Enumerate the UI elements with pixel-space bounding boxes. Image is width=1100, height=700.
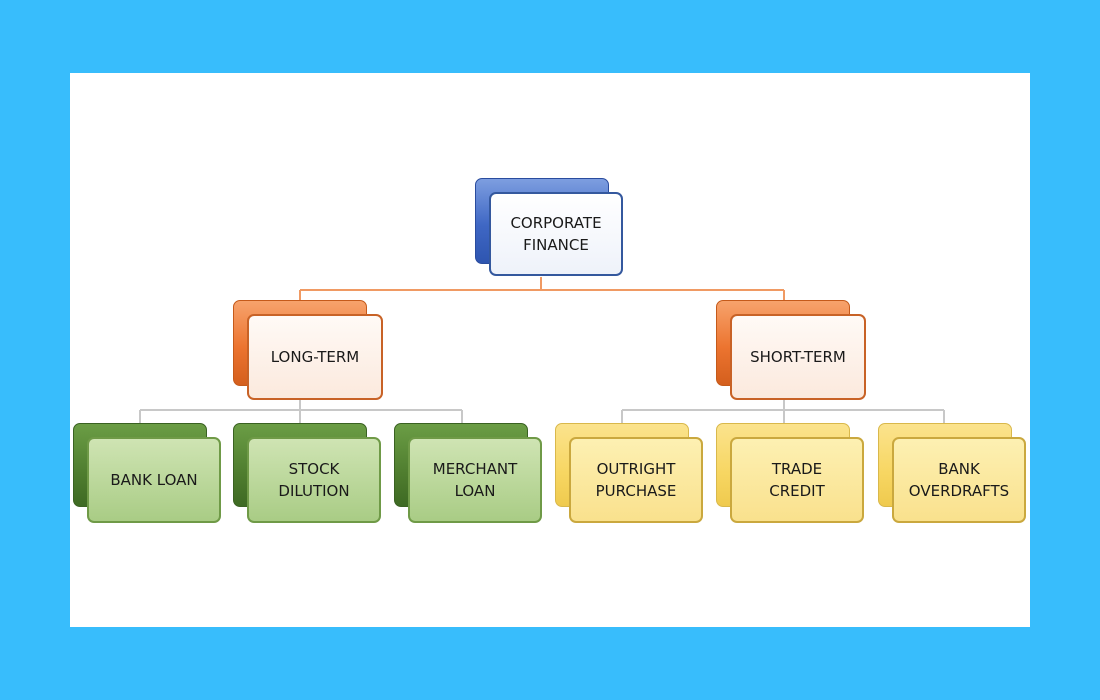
node-label-line2: DILUTION xyxy=(278,482,350,500)
node-label-line2: OVERDRAFTS xyxy=(908,482,1010,500)
node-trade-credit: TRADE CREDIT xyxy=(716,423,864,523)
node-body: TRADE CREDIT xyxy=(730,437,864,523)
node-label-line1: MERCHANT xyxy=(432,460,518,478)
node-bank-overdrafts: BANK OVERDRAFTS xyxy=(878,423,1026,523)
node-corporate-finance: CORPORATE FINANCE xyxy=(475,178,625,278)
node-body: CORPORATE FINANCE xyxy=(489,192,623,276)
node-label-line2: FINANCE xyxy=(523,236,589,254)
node-label-line1: STOCK xyxy=(288,460,340,478)
node-label-line1: OUTRIGHT xyxy=(596,460,676,478)
node-label: LONG-TERM xyxy=(270,348,360,366)
node-label-line1: BANK LOAN xyxy=(110,471,198,489)
node-label-line1: TRADE xyxy=(771,460,823,478)
node-label-line1: BANK xyxy=(938,460,980,478)
node-body: LONG-TERM xyxy=(247,314,383,400)
node-body: OUTRIGHT PURCHASE xyxy=(569,437,703,523)
node-label-line2: LOAN xyxy=(454,482,496,500)
node-short-term: SHORT-TERM xyxy=(716,300,866,402)
node-label-line2: CREDIT xyxy=(769,482,825,500)
node-body: STOCK DILUTION xyxy=(247,437,381,523)
diagram-panel xyxy=(70,73,1030,627)
node-stock-dilution: STOCK DILUTION xyxy=(233,423,381,523)
node-label-line1: CORPORATE xyxy=(510,214,602,232)
node-merchant-loan: MERCHANT LOAN xyxy=(394,423,542,523)
node-body: BANK OVERDRAFTS xyxy=(892,437,1026,523)
node-body: MERCHANT LOAN xyxy=(408,437,542,523)
node-label: SHORT-TERM xyxy=(750,348,846,366)
node-long-term: LONG-TERM xyxy=(233,300,383,402)
node-body: SHORT-TERM xyxy=(730,314,866,400)
node-body: BANK LOAN xyxy=(87,437,221,523)
node-label-line2: PURCHASE xyxy=(595,482,677,500)
node-outright-purchase: OUTRIGHT PURCHASE xyxy=(555,423,703,523)
node-bank-loan: BANK LOAN xyxy=(73,423,221,523)
